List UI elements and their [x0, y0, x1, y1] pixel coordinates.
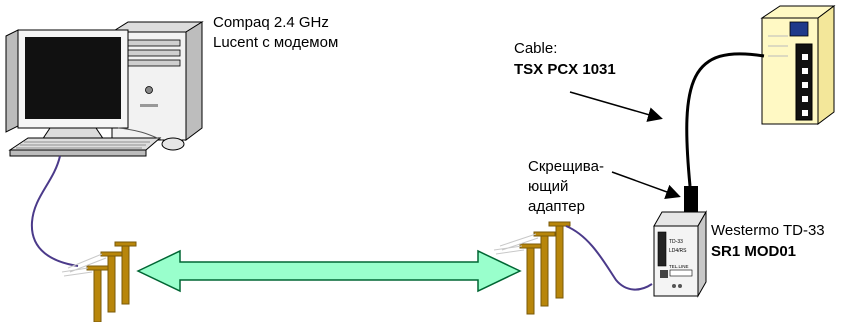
adapter-pointer-arrow: [612, 172, 678, 196]
modem-face-text-3: TEL.LINE: [669, 264, 689, 269]
cable-model-label: TSX PCX 1031: [514, 61, 616, 79]
crossover-adapter: [684, 186, 698, 212]
modem-icon: TD-33 LD4/RS TEL.LINE: [654, 212, 706, 296]
pc-monitor: [6, 30, 128, 140]
modem-label-line2: SR1 MOD01: [711, 243, 796, 261]
adapter-label-line1: Скрещива-: [528, 158, 604, 176]
line-connection-arrow: [138, 251, 520, 291]
computer-icon: [6, 22, 202, 156]
plc-icon: [762, 6, 834, 124]
phone-cable-right: [566, 226, 652, 290]
cable-pointer-arrow: [570, 92, 660, 118]
plc-cable: [687, 54, 764, 186]
modem-label-line1: Westermo TD-33: [711, 222, 825, 240]
adapter-label-line2: ющий: [528, 178, 568, 196]
computer-label-line1: Compaq 2.4 GHz: [213, 14, 329, 32]
phone-cable-left: [32, 156, 78, 266]
adapter-label-line3: адаптер: [528, 198, 585, 216]
modem-face-text-2: LD4/RS: [669, 248, 687, 254]
computer-label-line2: Lucent с модемом: [213, 34, 338, 52]
pc-keyboard: [10, 138, 160, 156]
modem-face-text-1: TD-33: [669, 239, 683, 245]
telephone-poles-left: [62, 242, 136, 322]
cable-label: Cable:: [514, 40, 557, 58]
